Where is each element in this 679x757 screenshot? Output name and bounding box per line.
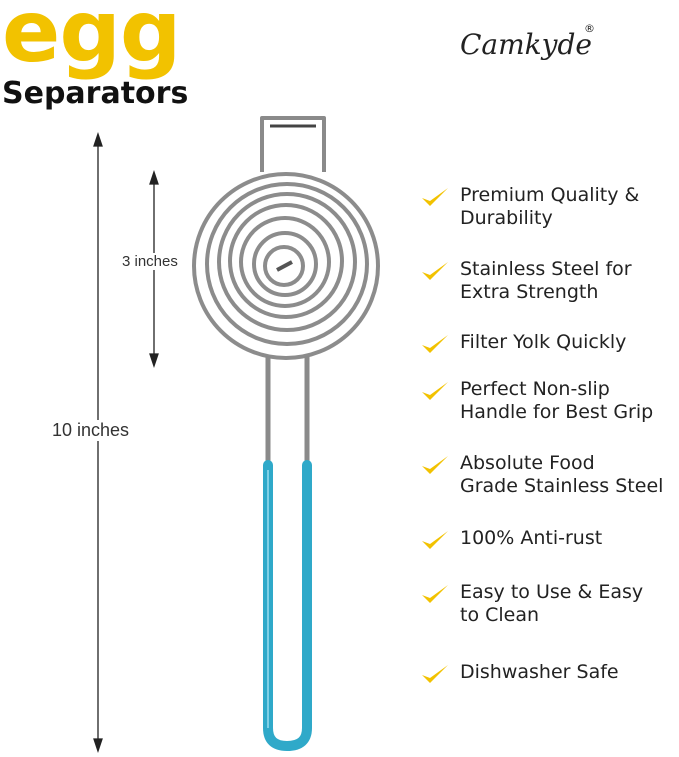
total-length-arrow (93, 131, 103, 754)
feature-text: Premium Quality & Durability (460, 184, 640, 229)
handle-grip (263, 460, 312, 752)
checkmark-icon (422, 585, 448, 603)
hanging-loop (260, 116, 326, 172)
checkmark-icon (422, 456, 448, 474)
feature-item: Dishwasher Safe (420, 661, 679, 687)
total-length-label: 10 inches (52, 420, 130, 441)
feature-item: Absolute Food Grade Stainless Steel (420, 452, 679, 498)
feature-text: Absolute Food Grade Stainless Steel (460, 452, 664, 497)
feature-text: Perfect Non-slip Handle for Best Grip (460, 378, 654, 423)
registered-mark: ® (584, 22, 595, 35)
head-height-label: 3 inches (122, 253, 178, 270)
feature-text: Filter Yolk Quickly (460, 331, 627, 353)
checkmark-icon (422, 382, 448, 400)
feature-text: Easy to Use & Easy to Clean (460, 581, 644, 626)
checkmark-icon (422, 665, 448, 683)
feature-item: 100% Anti-rust (420, 527, 679, 553)
feature-text: Dishwasher Safe (460, 661, 619, 683)
feature-text: 100% Anti-rust (460, 527, 603, 549)
checkmark-icon (422, 531, 448, 549)
feature-item: Stainless Steel for Extra Strength (420, 258, 679, 304)
feature-item: Filter Yolk Quickly (420, 331, 679, 357)
checkmark-icon (422, 335, 448, 353)
feature-text: Stainless Steel for Extra Strength (460, 258, 632, 303)
title-egg: egg (2, 0, 181, 82)
feature-item: Premium Quality & Durability (420, 184, 679, 230)
brand-logo: Camkyde (460, 28, 592, 61)
spiral-head (192, 172, 380, 360)
checkmark-icon (422, 262, 448, 280)
feature-item: Perfect Non-slip Handle for Best Grip (420, 378, 679, 424)
handle-wire (265, 356, 310, 465)
feature-list: Premium Quality & Durability Stainless S… (420, 0, 679, 757)
checkmark-icon (422, 188, 448, 206)
feature-item: Easy to Use & Easy to Clean (420, 581, 679, 627)
title-separators: Separators (2, 76, 189, 111)
